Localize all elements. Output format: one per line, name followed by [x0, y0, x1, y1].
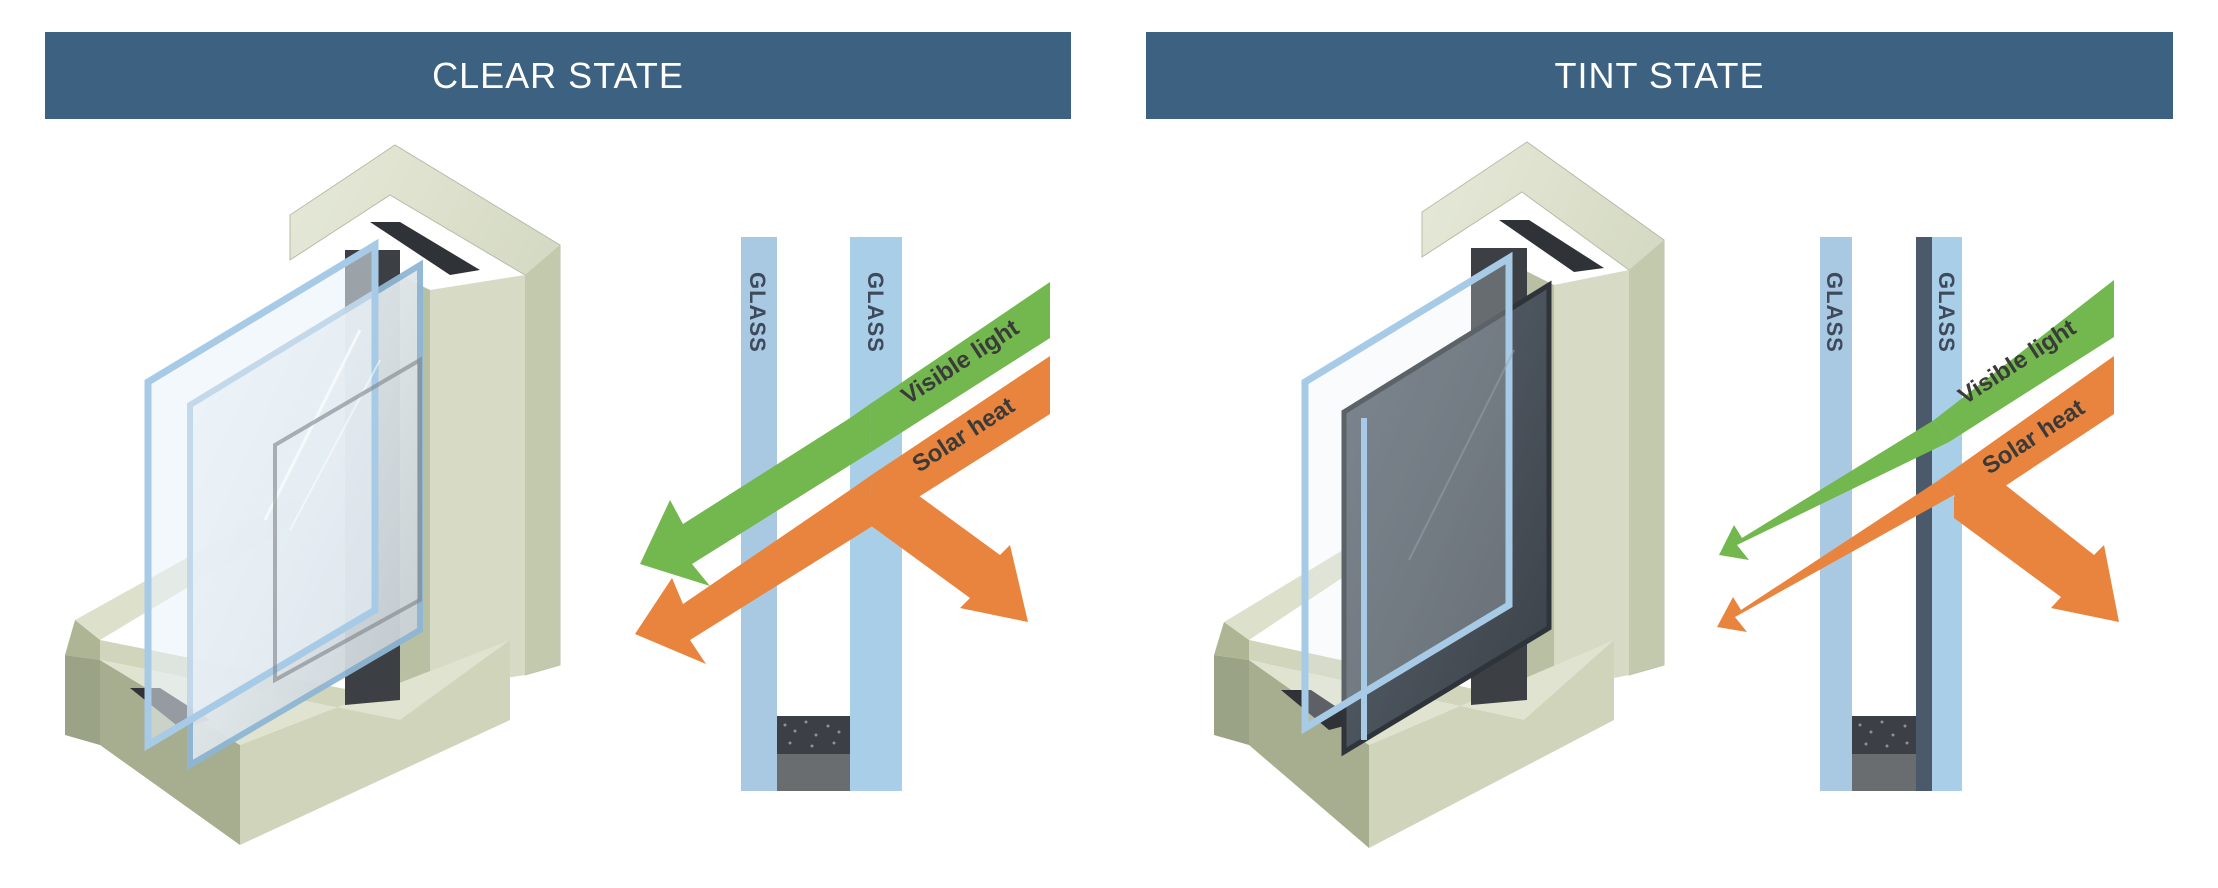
glass-section-diagram: GLASS GLASS Visible light Solar heat [1717, 237, 2119, 791]
spacer-seal [1852, 754, 1916, 791]
glass-section-diagram: GLASS GLASS Visible light Solar heat [635, 237, 1050, 791]
solar-heat-band [870, 356, 1050, 527]
clear-state-header: CLEAR STATE [45, 32, 1071, 119]
visible-light-arrow [640, 404, 871, 586]
solar-heat-band [1939, 356, 2114, 510]
double-glazing-panes [144, 238, 423, 771]
visible-light-arrow [1719, 420, 1949, 560]
tint-state-illustration: GLASS GLASS Visible light Solar heat [1214, 141, 2119, 848]
glass-label-inner: GLASS [1934, 272, 1959, 353]
glass-pane-outer [1820, 237, 1852, 791]
tint-state-header: TINT STATE [1146, 32, 2173, 119]
glass-label-inner: GLASS [863, 272, 888, 353]
solar-heat-reflected-arrow [1954, 472, 2119, 622]
glass-label-outer: GLASS [745, 272, 770, 353]
double-glazing-panes [1301, 251, 1552, 757]
solar-heat-transmitted-arrow [1717, 480, 1954, 632]
glass-label-outer: GLASS [1822, 272, 1847, 353]
solar-heat-transmitted-arrow [635, 476, 871, 664]
clear-state-panel: CLEAR STATE [45, 32, 1071, 845]
tint-state-panel: TINT STATE [1109, 0, 2218, 888]
clear-state-illustration: GLASS GLASS Visible light Solar heat [65, 144, 1050, 845]
spacer-seal [777, 754, 850, 791]
visible-light-band [870, 282, 1050, 452]
solar-heat-reflected-arrow [870, 482, 1028, 622]
spacer-desiccant [1852, 716, 1916, 756]
spacer-desiccant [777, 716, 850, 756]
visible-light-band [1934, 280, 2114, 442]
tinted-coating-layer [1916, 237, 1932, 791]
